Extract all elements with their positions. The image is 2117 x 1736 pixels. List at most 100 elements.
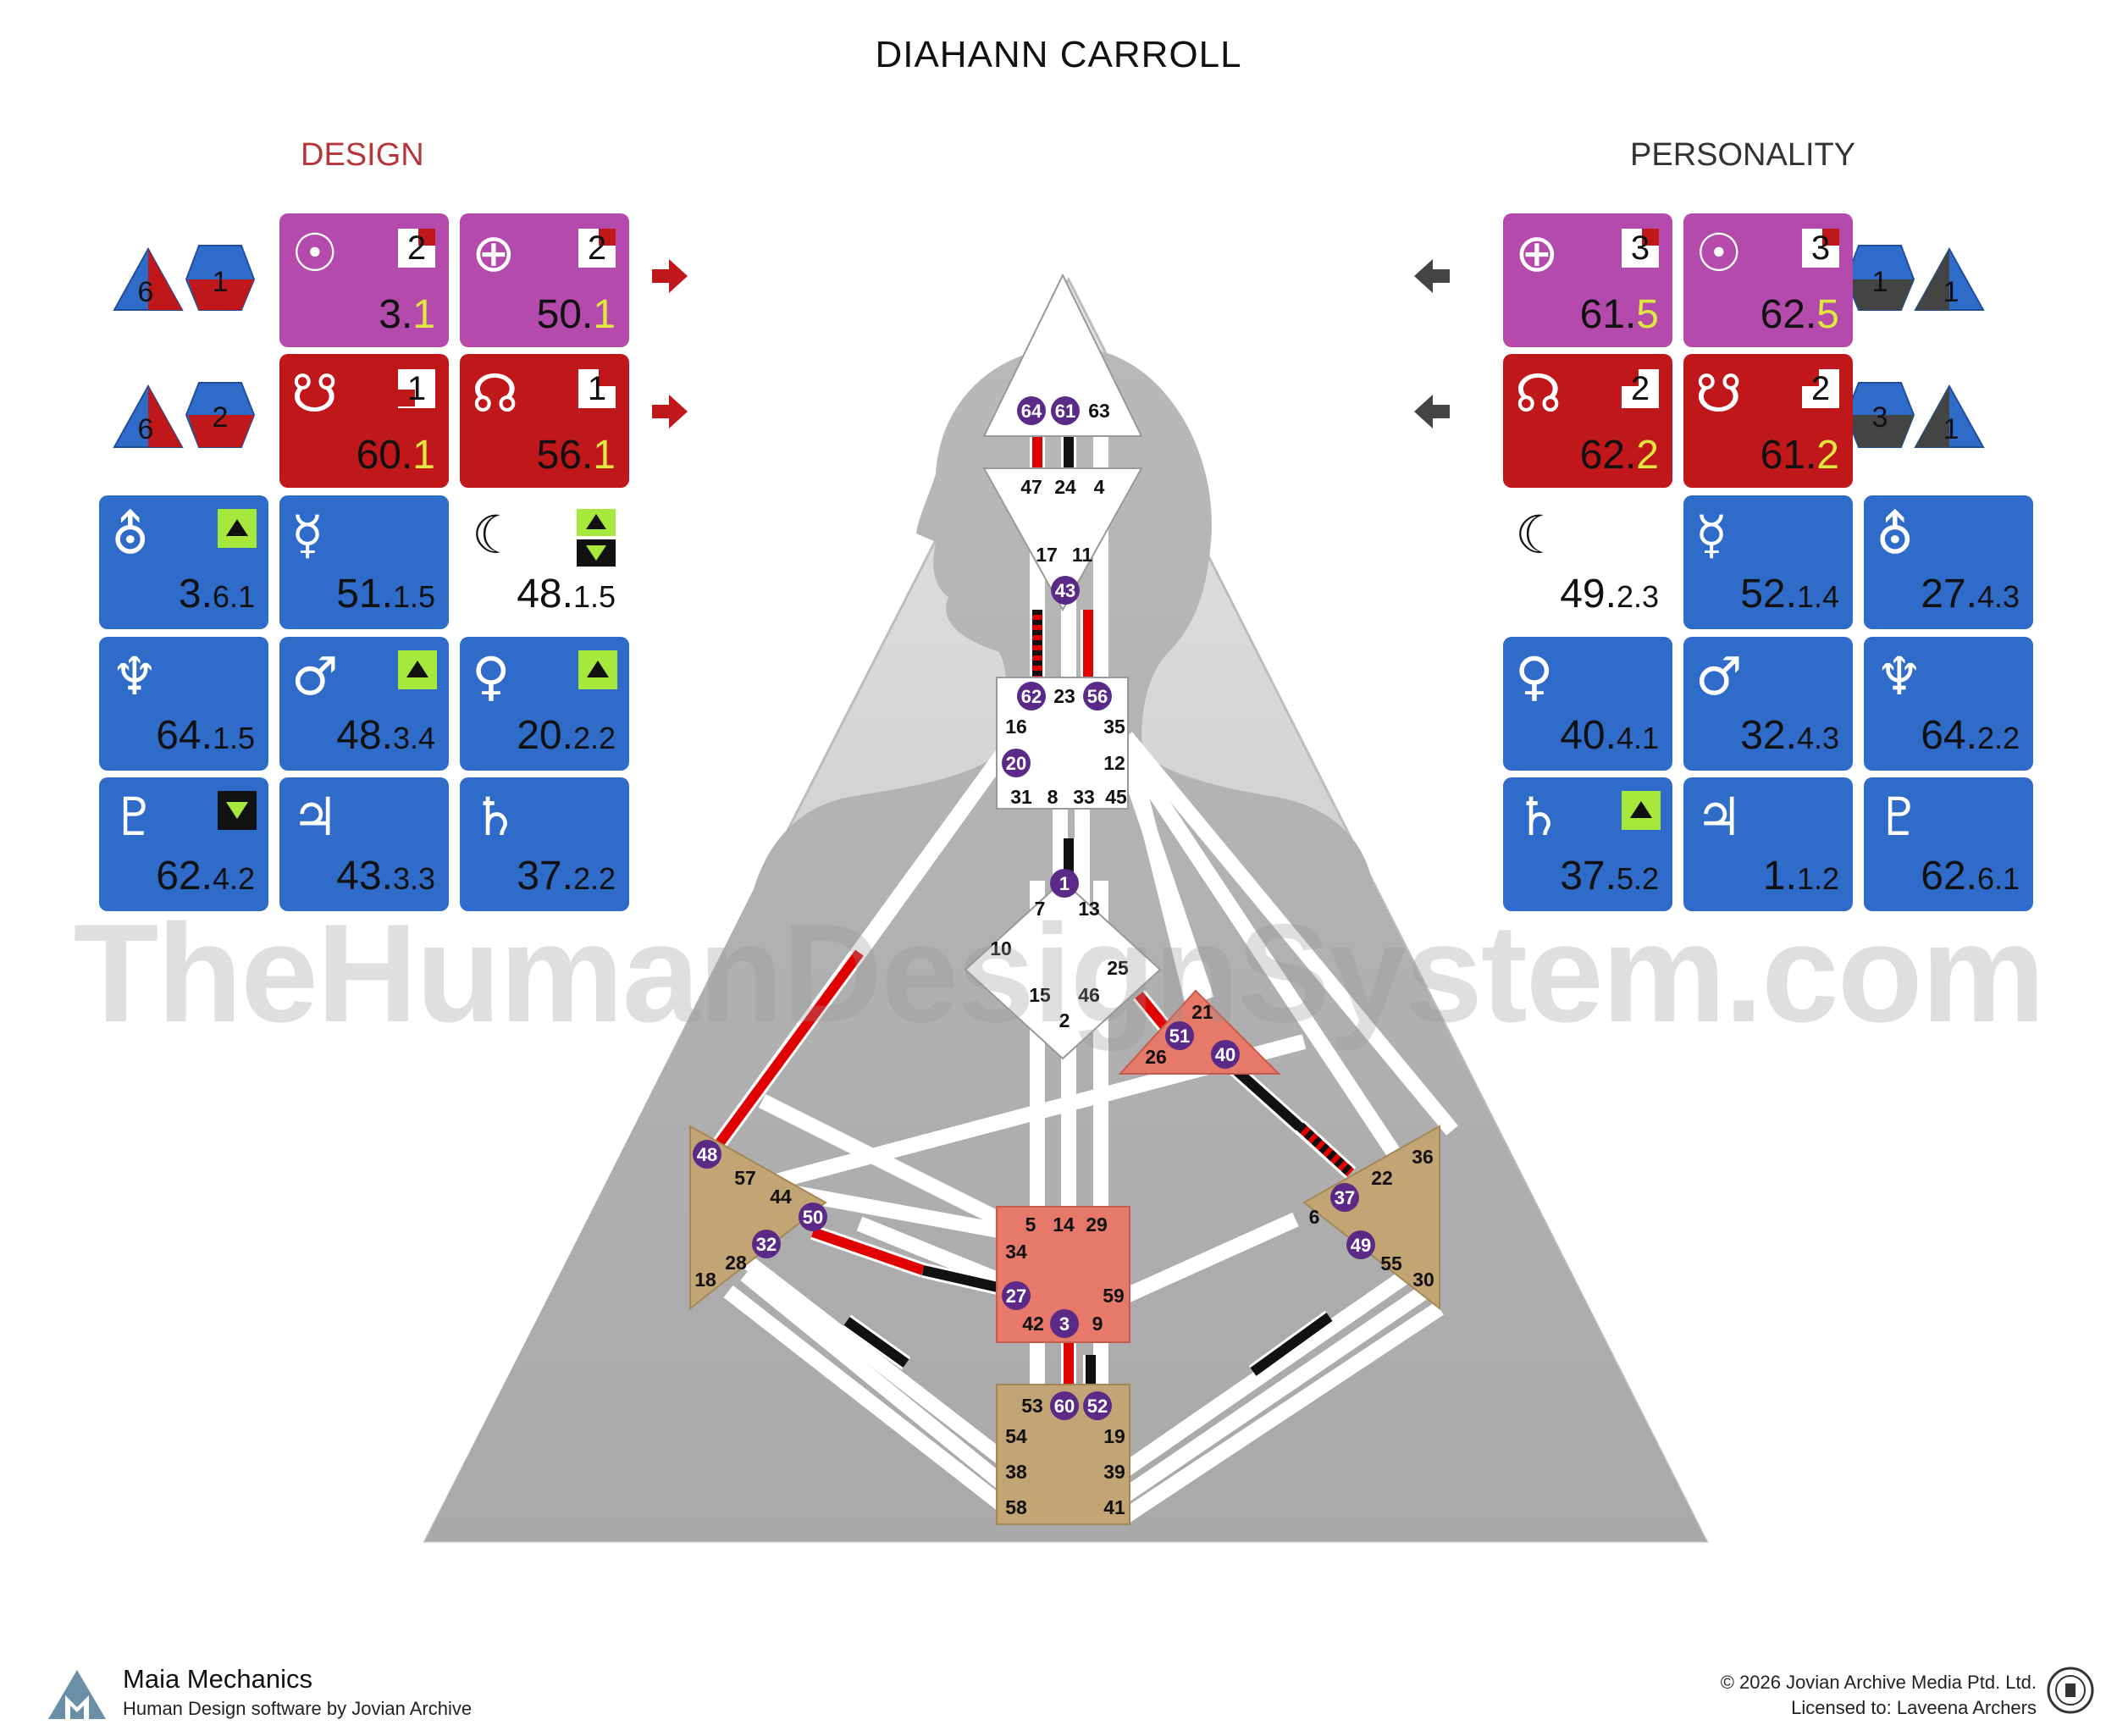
channel-base	[1122, 1302, 1444, 1523]
venus-icon: ♀	[472, 645, 511, 707]
channel-personality	[843, 1317, 909, 1368]
gate-circle-20	[1002, 749, 1031, 777]
gate-label-42: 42	[1022, 1313, 1044, 1335]
gate-label-55: 55	[1380, 1252, 1402, 1274]
channel-base	[1121, 1280, 1436, 1501]
solar-plexus-center	[1302, 1125, 1440, 1311]
design-card-uranus: ⛢3.6.1	[99, 495, 268, 629]
pluto-icon: ♇	[1876, 786, 1923, 848]
personality-line-badge: 3	[1622, 229, 1659, 268]
gate-label-14: 14	[1053, 1214, 1075, 1236]
personality-gate-value: 40.4.1	[1560, 713, 1659, 758]
gate-label-13: 13	[1078, 898, 1100, 920]
gate-label-19: 19	[1103, 1425, 1125, 1447]
south-node-icon: ☋	[1695, 362, 1743, 424]
channel-design	[811, 1227, 925, 1275]
gate-label-17: 17	[1036, 544, 1058, 566]
gate-label-22: 22	[1371, 1167, 1393, 1189]
gate-label-10: 10	[990, 937, 1012, 959]
copyright-text: © 2026 Jovian Archive Media Ptd. Ltd.	[1720, 1672, 2037, 1693]
personality-gate-value: 62.5	[1760, 292, 1839, 337]
gate-label-43: 43	[1055, 580, 1075, 601]
variable-design-1a: 6	[138, 276, 154, 308]
license-text: Licensed to: Laveena Archers	[1791, 1697, 2037, 1718]
design-gate-value: 56.1	[536, 433, 616, 478]
design-card-mercury: ☿51.1.5	[279, 495, 449, 629]
gate-label-41: 41	[1103, 1496, 1125, 1518]
gate-label-59: 59	[1103, 1285, 1125, 1307]
variable-design-2b: 2	[213, 401, 229, 434]
personality-line-badge: 2	[1622, 369, 1659, 408]
design-card-moon: ☾48.1.5	[460, 495, 629, 629]
gate-label-11: 11	[1072, 544, 1093, 566]
channel-base	[723, 1285, 1021, 1523]
gate-label-39: 39	[1103, 1461, 1125, 1483]
footer-brand: Maia Mechanics Human Design software by …	[123, 1664, 472, 1720]
personality-heading: PERSONALITY	[1630, 137, 1856, 173]
gate-label-34: 34	[1005, 1241, 1027, 1263]
up-arrow-icon	[398, 650, 437, 689]
gate-label-62: 62	[1021, 686, 1042, 707]
sun-icon: ☉	[291, 222, 339, 284]
gate-label-31: 31	[1010, 786, 1032, 808]
gate-label-3: 3	[1059, 1313, 1070, 1335]
chart-title: DIAHANN CARROLL	[875, 34, 1242, 75]
gate-circle-32	[752, 1230, 781, 1258]
gate-label-40: 40	[1215, 1044, 1235, 1065]
gate-circle-64	[1017, 396, 1046, 425]
personality-card-uranus: ⛢27.4.3	[1864, 495, 2033, 629]
gate-label-1: 1	[1059, 873, 1070, 894]
design-gate-value: 3.1	[379, 292, 435, 337]
gate-label-7: 7	[1035, 898, 1046, 920]
channel-base	[732, 1247, 1021, 1476]
gate-circle-3	[1050, 1309, 1079, 1338]
channel-base	[1119, 734, 1206, 1027]
gate-label-15: 15	[1029, 984, 1051, 1006]
gate-label-51: 51	[1169, 1026, 1190, 1047]
variable-shapes-personality: 1 1 3 1	[1844, 245, 1985, 448]
gate-label-27: 27	[1006, 1285, 1026, 1307]
personality-card-moon: ☾49.2.3	[1503, 495, 1672, 629]
gate-label-25: 25	[1107, 957, 1129, 979]
personality-gate-value: 1.1.2	[1762, 854, 1839, 898]
variable-design-2a: 6	[138, 413, 154, 445]
design-gate-value: 62.4.2	[156, 854, 255, 898]
gate-label-26: 26	[1145, 1046, 1167, 1068]
personality-arrow-bottom	[1414, 395, 1450, 428]
design-gate-value: 48.3.4	[336, 713, 435, 758]
gate-label-44: 44	[770, 1186, 792, 1208]
head-center	[982, 273, 1143, 437]
design-line-badge: 2	[398, 229, 435, 268]
uranus-icon: ⛢	[1876, 504, 1915, 566]
gate-label-47: 47	[1020, 476, 1042, 498]
gate-label-5: 5	[1025, 1214, 1036, 1236]
gate-circle-56	[1083, 682, 1112, 710]
variable-shapes-design: 6 1 6 2	[113, 245, 256, 448]
design-arrow-top	[652, 259, 688, 293]
gate-label-54: 54	[1005, 1425, 1027, 1447]
channel-base	[740, 1269, 1021, 1501]
gate-label-50: 50	[803, 1207, 823, 1228]
channel-base	[1121, 1263, 1419, 1476]
gate-circle-61	[1051, 396, 1080, 425]
g-center	[964, 879, 1162, 1060]
gate-circle-50	[799, 1202, 827, 1231]
gate-label-60: 60	[1054, 1396, 1075, 1417]
design-card-saturn: ♄37.2.2	[460, 777, 629, 911]
gate-label-49: 49	[1351, 1235, 1371, 1256]
ajna-center	[982, 467, 1143, 612]
design-gate-value: 64.1.5	[156, 713, 255, 758]
gate-label-6: 6	[1309, 1206, 1320, 1228]
gate-label-29: 29	[1086, 1214, 1108, 1236]
gate-label-2: 2	[1059, 1009, 1070, 1031]
gate-circle-62	[1017, 682, 1046, 710]
north-node-icon: ☊	[472, 362, 519, 424]
design-gate-value: 43.3.3	[336, 854, 435, 898]
mercury-icon: ☿	[291, 504, 324, 566]
saturn-icon: ♄	[1515, 786, 1562, 848]
design-card-venus: ♀20.2.2	[460, 637, 629, 771]
earth-icon: ⊕	[472, 222, 516, 284]
